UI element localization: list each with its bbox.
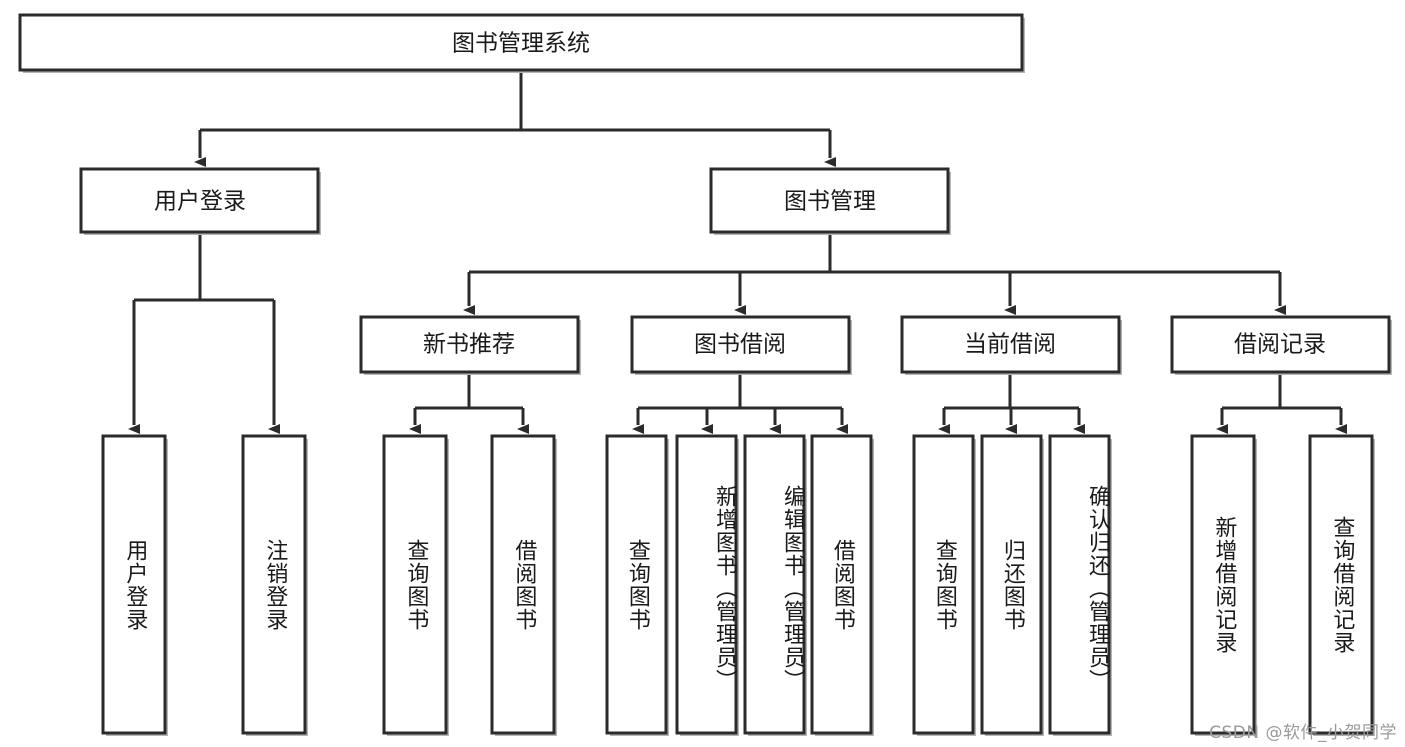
leaf-book-borrow-4[interactable] bbox=[810, 434, 874, 736]
leaf-current-borrow-1[interactable] bbox=[912, 434, 976, 736]
leaf-user-login-1[interactable] bbox=[101, 434, 168, 736]
node-book-borrow[interactable]: 图书借阅 bbox=[630, 315, 852, 375]
node-current-borrow-label: 当前借阅 bbox=[964, 332, 1056, 358]
leaf-book-borrow-2[interactable] bbox=[675, 434, 739, 736]
node-book-borrow-label: 图书借阅 bbox=[694, 332, 786, 358]
node-user-login[interactable]: 用户登录 bbox=[79, 167, 321, 235]
node-root[interactable]: 图书管理系统 bbox=[18, 13, 1025, 73]
leaf-book-borrow-3[interactable] bbox=[743, 434, 807, 736]
node-current-borrow[interactable]: 当前借阅 bbox=[900, 315, 1122, 375]
node-borrow-records[interactable]: 借阅记录 bbox=[1170, 315, 1392, 375]
leaf-borrow-records-1[interactable] bbox=[1190, 434, 1257, 736]
leaf-current-borrow-2[interactable] bbox=[980, 434, 1044, 736]
leaf-current-borrow-3[interactable] bbox=[1048, 434, 1112, 736]
node-root-label: 图书管理系统 bbox=[452, 31, 590, 57]
leaf-borrow-records-2[interactable] bbox=[1308, 434, 1375, 736]
edges-layer bbox=[128, 69, 1347, 434]
node-book-management-label: 图书管理 bbox=[784, 189, 876, 215]
node-book-management[interactable]: 图书管理 bbox=[709, 167, 951, 235]
leaf-new-book-2[interactable] bbox=[490, 434, 557, 736]
leaf-new-book-1[interactable] bbox=[382, 434, 449, 736]
leaf-book-borrow-1[interactable] bbox=[605, 434, 669, 736]
node-new-book-recommend[interactable]: 新书推荐 bbox=[359, 315, 581, 375]
nodes-layer: 图书管理系统 用户登录 图书管理 新书推荐 bbox=[18, 13, 1392, 736]
node-new-book-recommend-label: 新书推荐 bbox=[423, 332, 515, 358]
node-user-login-label: 用户登录 bbox=[154, 189, 246, 215]
node-borrow-records-label: 借阅记录 bbox=[1234, 332, 1326, 358]
leaf-user-login-2[interactable] bbox=[241, 434, 308, 736]
